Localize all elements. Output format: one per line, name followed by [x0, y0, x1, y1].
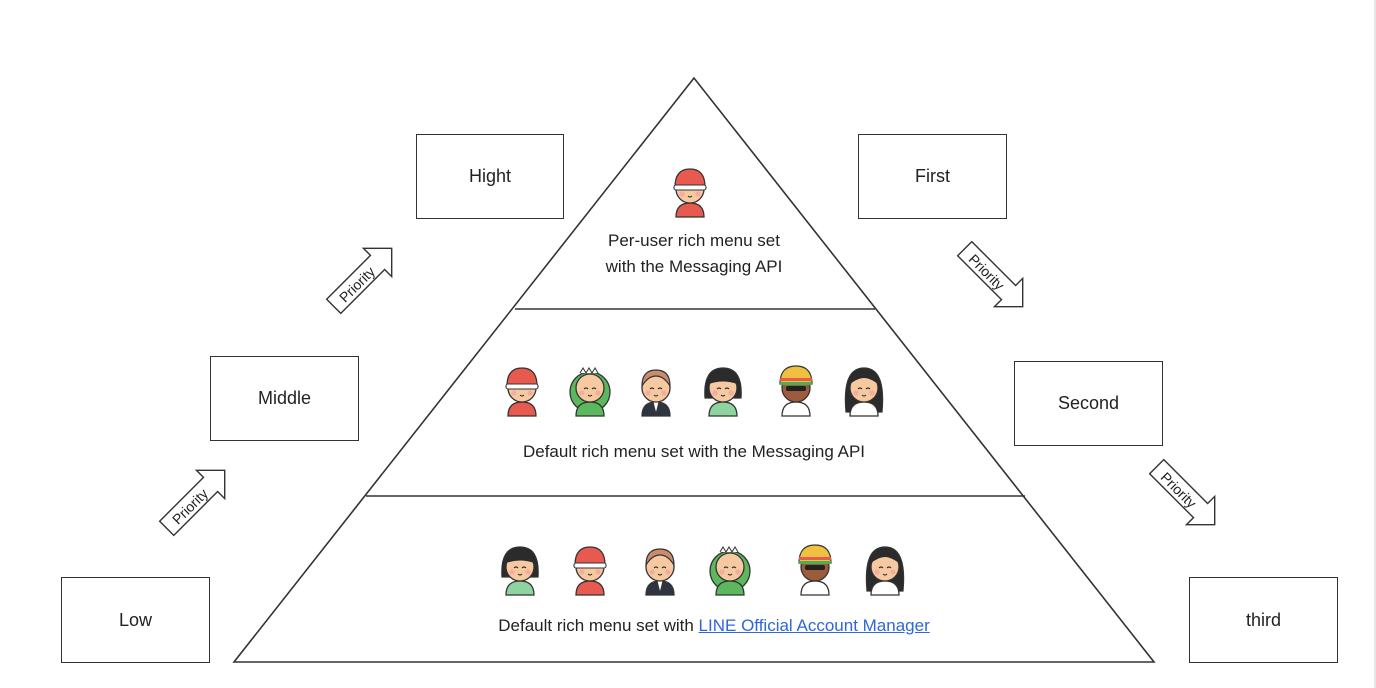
- cap-kid-avatar-icon: [673, 168, 707, 218]
- priority-label-low: Low: [118, 609, 153, 630]
- priority-label-high: Hight: [468, 166, 512, 186]
- order-label-third: third: [1245, 609, 1281, 630]
- pyramid-outline: [232, 76, 1156, 663]
- priority-arrow-lower-left: Priority: [158, 469, 226, 537]
- page-edge-divider: [1374, 0, 1376, 688]
- tier-top-caption-line2: with the Messaging API: [605, 257, 783, 276]
- priority-box-high: Hight: [416, 134, 564, 219]
- long-hair-girl-avatar-icon: [865, 546, 905, 596]
- priority-label-middle: Middle: [257, 388, 312, 408]
- cap-kid-avatar-icon: [505, 367, 539, 417]
- priority-arrow-lower-right: Priority: [1148, 458, 1216, 526]
- priority-box-middle: Middle: [210, 356, 359, 441]
- order-box-third: third: [1189, 577, 1338, 663]
- rasta-man-avatar-icon: [798, 544, 832, 596]
- tier-bottom-caption-prefix: Default rich menu set with: [498, 616, 699, 635]
- bob-girl-avatar-icon: [704, 367, 742, 417]
- line-official-account-manager-link[interactable]: LINE Official Account Manager: [698, 616, 930, 635]
- tier-top-caption-line1: Per-user rich menu set: [608, 231, 780, 250]
- dino-kid-avatar-icon: [709, 546, 751, 596]
- bob-girl-avatar-icon: [501, 546, 539, 596]
- order-label-first: First: [915, 166, 950, 186]
- priority-arrow-upper-left: Priority: [325, 247, 393, 315]
- suit-man-avatar-icon: [645, 548, 675, 596]
- order-label-second: Second: [1057, 393, 1120, 413]
- avatar-layer: [501, 168, 905, 596]
- tier-middle-caption: Default rich menu set with the Messaging…: [444, 439, 944, 465]
- priority-arrow-upper-right: Priority: [956, 240, 1024, 308]
- suit-man-avatar-icon: [641, 369, 671, 417]
- rasta-man-avatar-icon: [779, 365, 813, 417]
- long-hair-girl-avatar-icon: [844, 367, 884, 417]
- dino-kid-avatar-icon: [569, 367, 611, 417]
- tier-top-caption: Per-user rich menu set with the Messagin…: [544, 228, 844, 280]
- tier-middle-caption-text: Default rich menu set with the Messaging…: [522, 442, 866, 461]
- priority-box-low: Low: [61, 577, 210, 663]
- order-box-first: First: [858, 134, 1007, 219]
- order-box-second: Second: [1014, 361, 1163, 446]
- tier-bottom-caption: Default rich menu set with LINE Official…: [414, 613, 1014, 639]
- cap-kid-avatar-icon: [573, 546, 607, 596]
